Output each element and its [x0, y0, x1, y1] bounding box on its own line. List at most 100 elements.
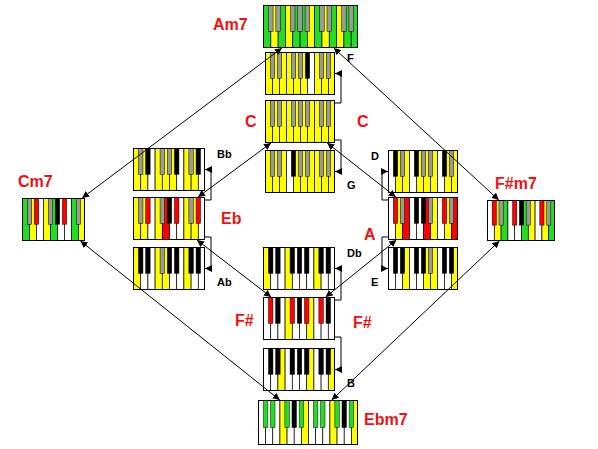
black-key — [298, 151, 302, 177]
piano-keyboard — [258, 400, 358, 445]
black-key — [290, 6, 295, 32]
arrow-connector — [326, 240, 397, 297]
black-key — [335, 401, 339, 428]
black-key — [304, 248, 308, 274]
black-key — [48, 199, 52, 225]
keyboard-node: Cm7 — [22, 198, 85, 241]
scale-note-name: Bb — [217, 149, 232, 160]
black-key — [189, 149, 193, 175]
keyboard-frame — [264, 248, 335, 290]
keyboard-frame — [266, 101, 335, 143]
black-key — [319, 298, 323, 324]
black-key — [146, 248, 150, 274]
black-key — [400, 151, 404, 177]
black-key — [442, 248, 446, 274]
black-key — [428, 198, 432, 224]
black-key — [146, 149, 150, 175]
black-key — [270, 53, 274, 79]
black-key — [292, 401, 296, 428]
keyboard-node: F#m7 — [487, 200, 555, 241]
black-key — [319, 349, 323, 375]
black-key — [449, 248, 453, 274]
scale-note-name: D — [371, 151, 379, 162]
chord-name: A — [364, 227, 376, 243]
black-key — [305, 101, 309, 127]
arrow-connector — [334, 48, 499, 200]
black-key — [428, 151, 432, 177]
black-key — [276, 6, 281, 32]
arrow-connector — [198, 143, 271, 197]
keyboard-frame — [264, 6, 358, 48]
black-key — [414, 198, 418, 224]
black-key — [540, 201, 544, 226]
black-key — [304, 349, 308, 375]
black-key — [160, 248, 164, 274]
scale-note-name: F — [347, 53, 354, 64]
black-key — [519, 201, 523, 226]
keyboard-node: Eb — [133, 197, 205, 240]
black-key — [174, 198, 178, 224]
black-key — [321, 401, 325, 428]
chord-name: Cm7 — [18, 174, 53, 190]
black-key — [319, 151, 323, 177]
black-key — [276, 248, 280, 274]
keyboard-frame — [264, 298, 335, 340]
black-key — [297, 248, 301, 274]
scale-note-name: E — [371, 277, 378, 288]
black-key — [196, 198, 200, 224]
black-key — [421, 198, 425, 224]
chord-name: F#m7 — [495, 176, 537, 192]
black-key — [393, 198, 397, 224]
black-key — [428, 248, 432, 274]
piano-keyboard — [263, 247, 335, 290]
black-key — [421, 248, 425, 274]
black-key — [276, 298, 280, 324]
keyboard-node: G — [265, 150, 335, 193]
arrow-connector — [327, 143, 395, 197]
keyboard-frame — [389, 151, 458, 193]
scale-note-name: Db — [347, 248, 362, 259]
black-key — [319, 248, 323, 274]
keyboard-frame — [134, 248, 205, 290]
chord-name: F# — [235, 313, 254, 329]
piano-keyboard — [265, 150, 335, 193]
black-key — [160, 149, 164, 175]
black-key — [189, 248, 193, 274]
arrow-connector — [335, 140, 341, 172]
piano-keyboard — [263, 5, 358, 48]
keyboard-node: B — [263, 348, 335, 391]
chord-name: F# — [353, 315, 372, 331]
piano-keyboard — [388, 197, 458, 240]
piano-keyboard — [388, 150, 458, 193]
black-key — [174, 248, 178, 274]
black-key — [297, 349, 301, 375]
black-key — [526, 201, 530, 226]
piano-keyboard — [133, 247, 205, 290]
black-key — [327, 6, 332, 32]
black-key — [349, 6, 354, 32]
black-key — [393, 151, 397, 177]
black-key — [547, 201, 551, 226]
piano-keyboard — [22, 198, 85, 241]
black-key — [167, 149, 171, 175]
black-key — [305, 6, 310, 32]
piano-keyboard — [133, 197, 205, 240]
black-key — [268, 248, 272, 274]
black-key — [297, 298, 301, 324]
keyboard-frame — [389, 248, 458, 290]
black-key — [196, 149, 200, 175]
black-key — [492, 201, 496, 226]
black-key — [62, 199, 66, 225]
keyboard-node: Ab — [133, 247, 205, 290]
black-key — [320, 6, 325, 32]
black-key — [449, 198, 453, 224]
black-key — [298, 53, 302, 79]
black-key — [305, 53, 309, 79]
black-key — [305, 151, 309, 177]
keyboard-node: F#F# — [263, 297, 335, 340]
scale-note-name: G — [347, 180, 356, 191]
black-key — [160, 198, 164, 224]
keyboard-node: CC — [265, 100, 335, 143]
black-key — [304, 298, 308, 324]
